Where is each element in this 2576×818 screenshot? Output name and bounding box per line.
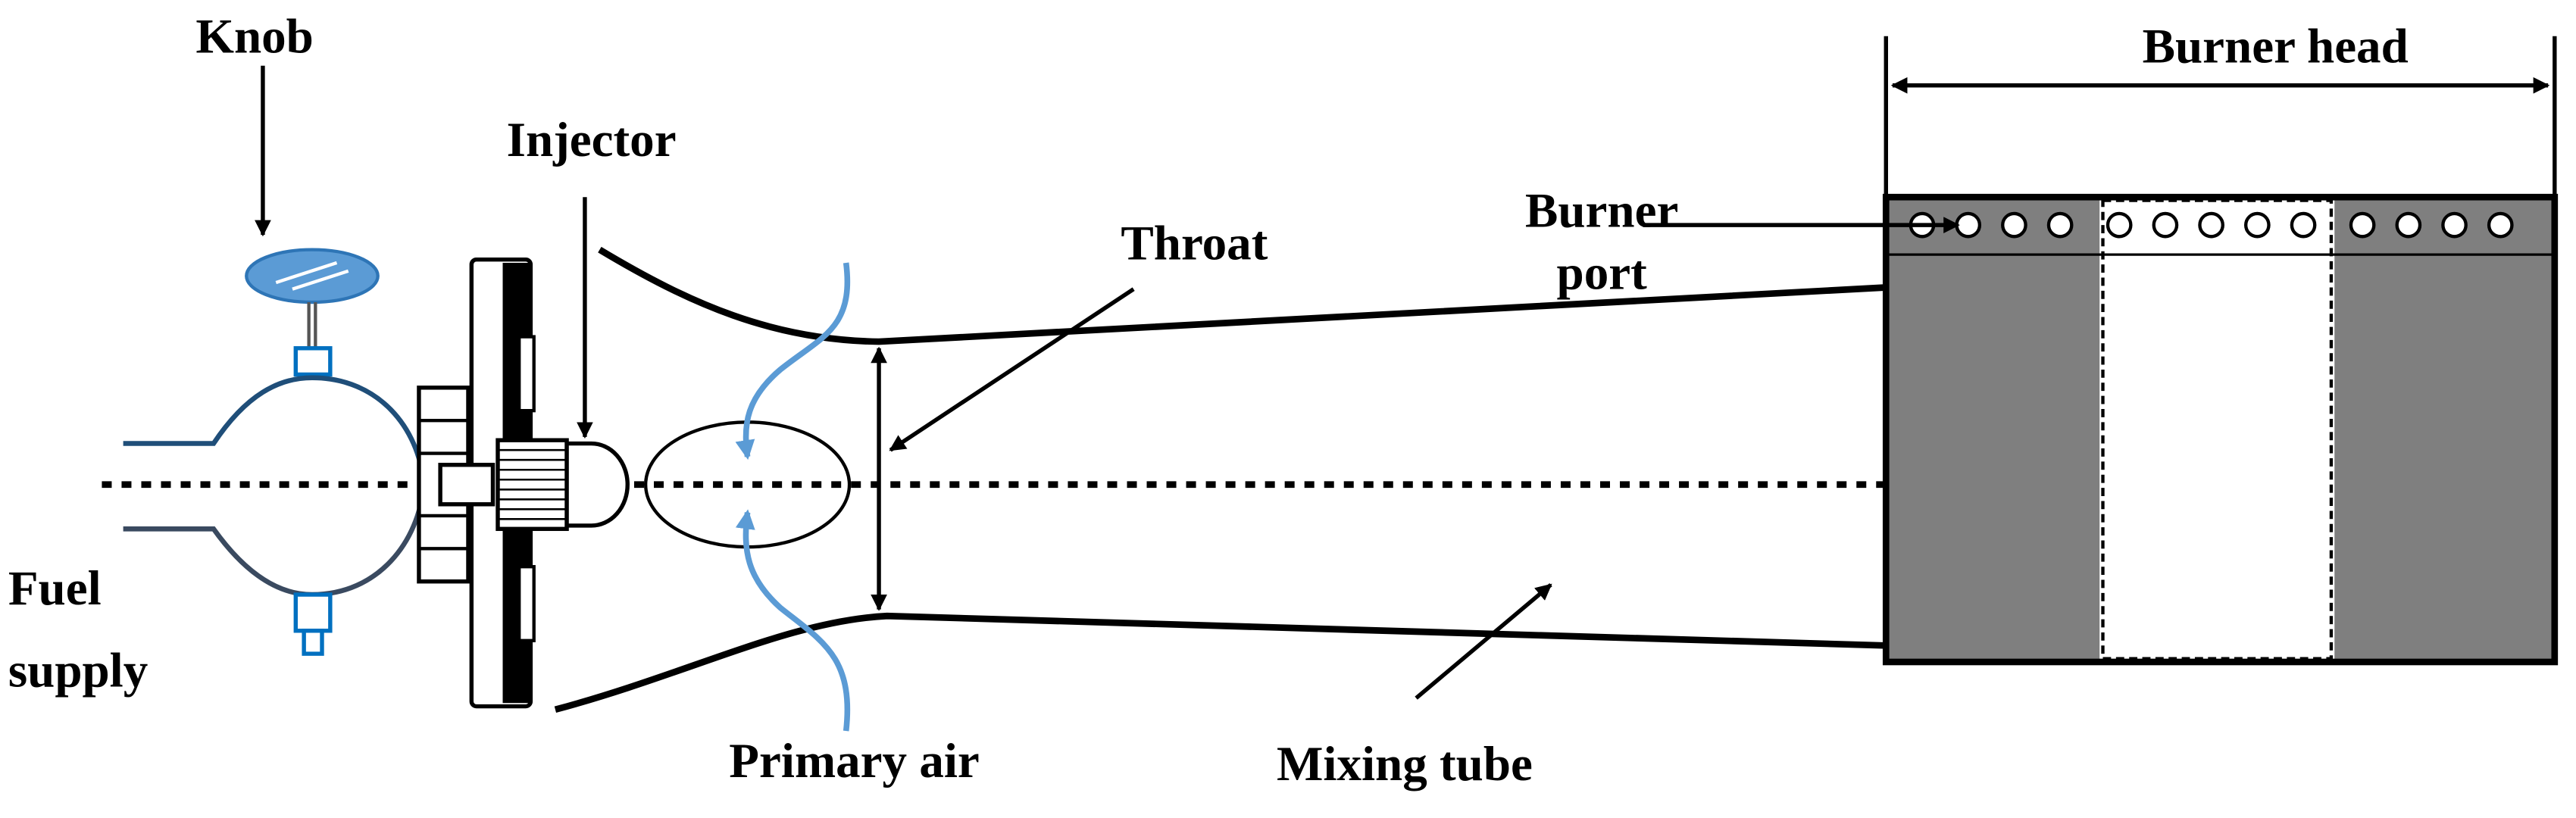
- injector: [496, 197, 630, 532]
- knob-label: Knob: [195, 9, 313, 64]
- burner-head: [1882, 36, 2559, 666]
- knob: [245, 65, 380, 377]
- injector-label: Injector: [507, 113, 677, 167]
- mixing-tube: [554, 246, 1887, 713]
- burner-ports: [1909, 211, 2514, 239]
- burner-port-label-1: Burner: [1525, 183, 1678, 238]
- primary-air-arrow-top: [735, 262, 851, 461]
- burner-port-label-2: port: [1557, 246, 1648, 301]
- valve-body: [123, 375, 427, 656]
- mixing-tube-pointer: [1415, 582, 1552, 700]
- knob-icon: [245, 248, 380, 304]
- throat-pointer: [889, 287, 1135, 452]
- throat-label: Throat: [1121, 217, 1268, 271]
- primary-air-arrow-bottom: [735, 509, 851, 732]
- mixing-tube-label: Mixing tube: [1277, 737, 1533, 791]
- burner-head-label: Burner head: [2143, 19, 2409, 73]
- fuel-supply-label-1: Fuel: [8, 561, 102, 616]
- primary-air-label: Primary air: [729, 734, 979, 788]
- fuel-supply-label-2: supply: [8, 644, 148, 698]
